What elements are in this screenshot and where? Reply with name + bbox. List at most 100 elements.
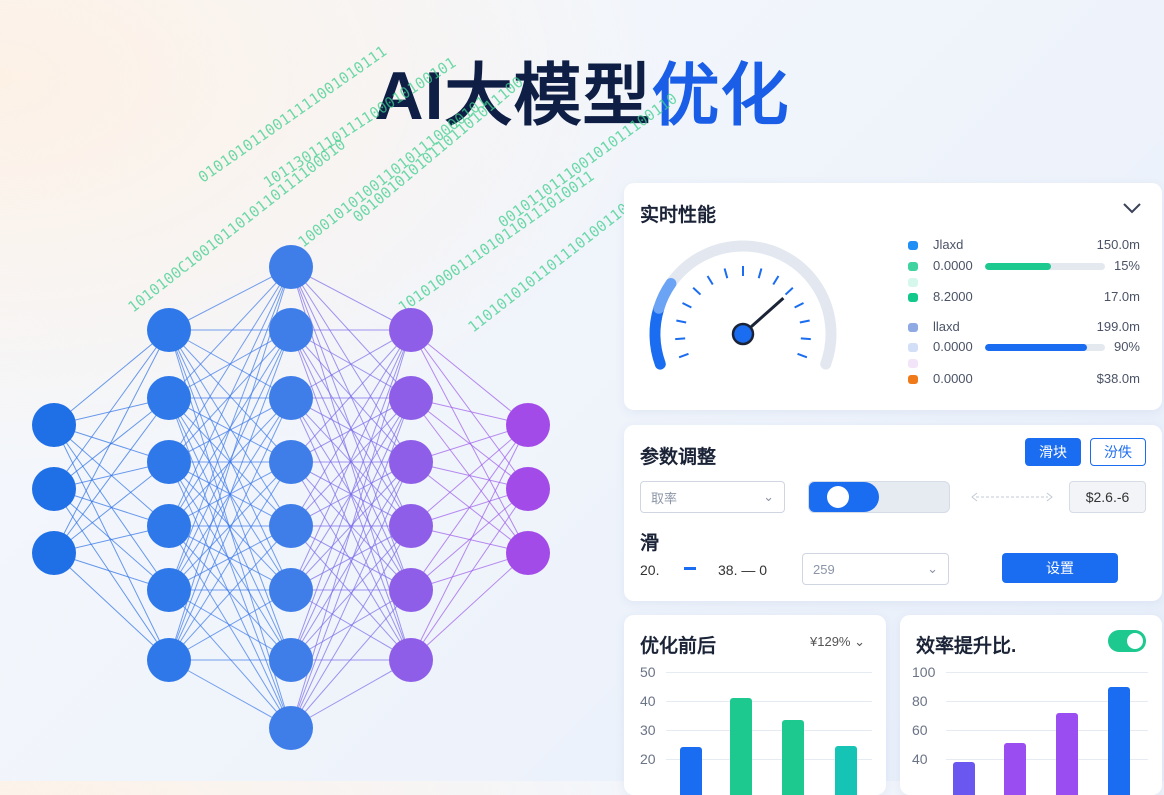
- legend-swatch: [908, 359, 918, 368]
- double-arrow-icon: [970, 490, 1054, 504]
- nn-node: [147, 568, 191, 612]
- chevron-down-icon: ⌄: [854, 634, 865, 649]
- nn-node: [269, 568, 313, 612]
- legend-label: 0.0000: [933, 339, 973, 354]
- y-tick-label: 100: [912, 664, 942, 680]
- nn-node: [389, 308, 433, 352]
- nn-node: [269, 245, 313, 289]
- bar: [1056, 713, 1078, 795]
- nn-node: [389, 504, 433, 548]
- chart-title: 效率提升比.: [916, 631, 1016, 658]
- progress-bar: [985, 344, 1105, 351]
- gridline: [666, 672, 872, 673]
- slider-label: 滑: [640, 528, 659, 555]
- gauge-tick: [759, 269, 762, 279]
- gauge-tick: [798, 354, 807, 357]
- legend-value: $38.0m: [1097, 371, 1140, 386]
- y-tick-label: 60: [912, 722, 942, 738]
- gauge-fill: [655, 308, 660, 364]
- legend-swatch: [908, 375, 918, 384]
- bar: [1108, 687, 1130, 795]
- nn-node: [389, 440, 433, 484]
- chevron-down-icon[interactable]: [1122, 201, 1142, 215]
- nn-node: [506, 531, 550, 575]
- nn-node: [147, 376, 191, 420]
- nn-node: [147, 638, 191, 682]
- neural-network-illustration: [0, 0, 600, 781]
- legend-value: 17.0m: [1104, 289, 1140, 304]
- value-select[interactable]: 259 ⌄: [802, 553, 949, 585]
- gauge-tick: [800, 321, 810, 323]
- chart-dropdown[interactable]: ¥129% ⌄: [810, 634, 865, 650]
- gauge-tick: [682, 303, 691, 308]
- legend-label: 8.2000: [933, 289, 973, 304]
- gauge-tick: [773, 276, 778, 285]
- chart-title: 优化前后: [640, 631, 716, 658]
- chart-dropdown-value: ¥129%: [810, 634, 850, 649]
- nn-node: [389, 376, 433, 420]
- gauge-tick: [786, 288, 793, 295]
- toggle-knob[interactable]: [827, 486, 849, 508]
- bar: [730, 698, 752, 795]
- params-panel: 参数调整 滑块 汾佚 取率⌄ $2.6.-6 滑 20. 38. — 0 259…: [624, 425, 1162, 601]
- nn-node: [506, 403, 550, 447]
- nn-node: [32, 531, 76, 575]
- range-max: 38. — 0: [718, 562, 767, 578]
- nn-node: [269, 706, 313, 750]
- nn-node: [269, 504, 313, 548]
- value-display: $2.6.-6: [1069, 481, 1146, 513]
- nn-node: [147, 440, 191, 484]
- toggle-slider[interactable]: [808, 481, 950, 513]
- y-tick-label: 40: [912, 751, 942, 767]
- nn-node: [269, 308, 313, 352]
- nn-node: [32, 403, 76, 447]
- gauge-tick: [801, 338, 811, 339]
- legend-value: 199.0m: [1097, 319, 1140, 334]
- params-title: 参数调整: [640, 442, 716, 469]
- nn-connection: [169, 398, 291, 728]
- apply-button[interactable]: 设置: [1002, 553, 1118, 583]
- chevron-down-icon: ⌄: [763, 489, 774, 505]
- legend-value: 150.0m: [1097, 237, 1140, 252]
- legend-value: 15%: [1114, 258, 1140, 273]
- nn-connection: [54, 553, 169, 660]
- bar: [680, 747, 702, 795]
- nn-node: [147, 504, 191, 548]
- rate-select[interactable]: 取率⌄: [640, 481, 785, 513]
- value-select-value: 259: [813, 562, 835, 577]
- chevron-down-icon: ⌄: [927, 561, 938, 577]
- legend-swatch: [908, 293, 918, 302]
- bar: [1004, 743, 1026, 795]
- gauge-tick: [679, 354, 688, 357]
- nn-node: [32, 467, 76, 511]
- nn-connection: [169, 267, 291, 590]
- nn-connection: [411, 553, 528, 660]
- gauge-tick: [795, 303, 804, 308]
- gauge-tick: [725, 269, 728, 279]
- nn-connection: [169, 267, 291, 462]
- tab-other[interactable]: 汾佚: [1090, 438, 1146, 466]
- nn-node: [269, 440, 313, 484]
- range-min: 20.: [640, 562, 659, 578]
- nn-connection: [291, 398, 411, 728]
- bar: [835, 746, 857, 795]
- legend-swatch: [908, 278, 918, 287]
- gridline: [666, 701, 872, 702]
- legend-label: 0.0000: [933, 258, 973, 273]
- nn-node: [389, 638, 433, 682]
- legend-swatch: [908, 262, 918, 271]
- gauge-tick: [675, 338, 685, 339]
- nn-node: [389, 568, 433, 612]
- nn-node: [147, 308, 191, 352]
- range-slider-handle[interactable]: [684, 567, 696, 570]
- nn-node: [506, 467, 550, 511]
- gauge-tick: [676, 321, 686, 323]
- gridline: [946, 672, 1148, 673]
- efficiency-toggle[interactable]: [1108, 630, 1146, 652]
- gauge-hub: [733, 324, 753, 344]
- tab-slider[interactable]: 滑块: [1025, 438, 1081, 466]
- nn-node: [269, 638, 313, 682]
- bar: [782, 720, 804, 795]
